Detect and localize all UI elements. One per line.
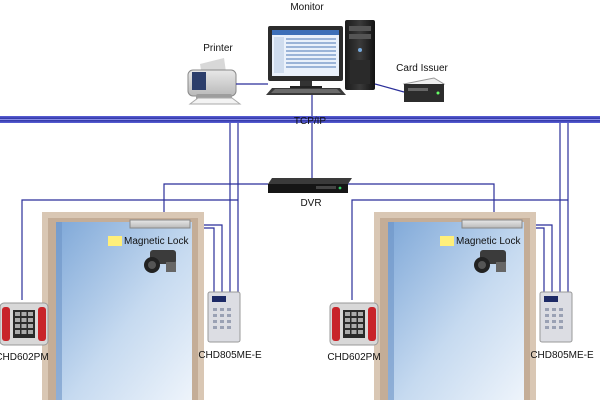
access-controller-icon — [539, 291, 573, 343]
magnetic-lock-icon — [461, 219, 523, 229]
reader-model-label: CHD602PM — [327, 352, 380, 363]
dvr-label: DVR — [300, 198, 321, 209]
workstation: Monitor — [266, 2, 375, 95]
access-controller-icon — [207, 291, 241, 343]
card-issuer-device: Card Issuer — [396, 63, 449, 102]
computer-monitor-icon — [268, 26, 343, 89]
workstation-drops — [236, 83, 405, 116]
lock-tag — [108, 236, 122, 246]
door-right — [374, 212, 536, 400]
pc-tower-icon — [345, 20, 375, 90]
dvr-icon — [268, 178, 352, 193]
keyboard-icon — [266, 88, 346, 95]
reader-model-label: CHD602PM — [0, 352, 49, 363]
lock-tag — [440, 236, 454, 246]
printer-icon — [187, 58, 242, 105]
cctv-camera-icon — [144, 250, 176, 273]
door-site-left: Magnetic Lock CHD602PM — [0, 212, 262, 400]
door-left — [42, 212, 204, 400]
card-issuer-icon — [402, 77, 446, 102]
tcp-ip-bus: TCP/IP — [0, 116, 600, 127]
magnetic-lock-label: Magnetic Lock — [124, 236, 189, 247]
controller-model-label: CHD805ME-E — [198, 350, 262, 361]
card-reader-icon — [0, 302, 49, 346]
magnetic-lock-label: Magnetic Lock — [456, 236, 521, 247]
printer-label: Printer — [203, 43, 233, 54]
printer-device: Printer — [187, 43, 242, 105]
card-reader-icon — [329, 302, 379, 346]
door-site-right: Magnetic Lock CHD602PM — [327, 212, 594, 400]
dvr-device: DVR — [268, 123, 352, 209]
controller-model-label: CHD805ME-E — [530, 350, 594, 361]
tcp-ip-label: TCP/IP — [294, 116, 327, 127]
cctv-camera-icon — [474, 250, 506, 273]
magnetic-lock-icon — [129, 219, 191, 229]
wiring — [21, 123, 569, 300]
card-issuer-label: Card Issuer — [396, 63, 448, 74]
monitor-label: Monitor — [290, 2, 324, 13]
